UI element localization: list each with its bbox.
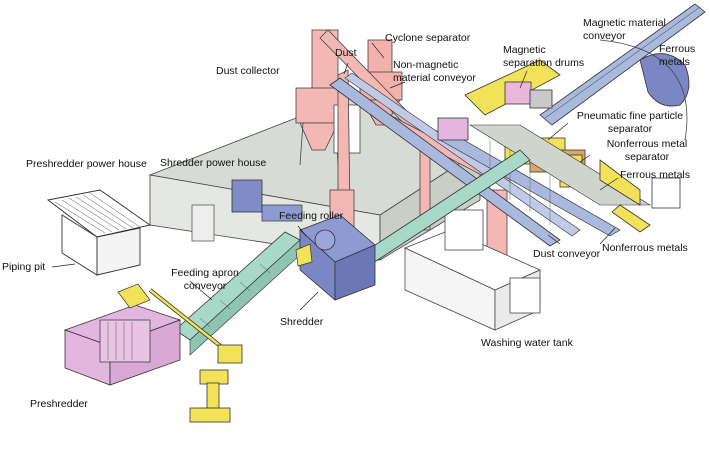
label-pneumatic-fine-particle-separator: Pneumatic fine particle separator [576,110,684,135]
label-nonferrous-metals: Nonferrous metals [602,242,688,254]
label-ferrous-metals-top: Ferrous metals [659,43,696,68]
label-washing-water-tank: Washing water tank [481,337,573,349]
label-non-magnetic-material-conveyor: Non-magnetic material conveyor [393,59,476,84]
ferrous-metals-pile-top [599,39,690,141]
label-shredder: Shredder [280,316,324,328]
label-magnetic-separation-drums: Magnetic separation drums [503,44,585,69]
shredder-machine [261,204,376,301]
label-feeding-apron-conveyor: Feeding apron conveyor [171,267,239,292]
crane-unit [148,288,243,423]
preshredder-power-house-building [46,189,152,276]
nonferrous-metal-separator-unit [468,124,681,233]
leader-lines [51,42,619,311]
preshredder-machine [63,283,182,386]
label-cyclone-separator: Cyclone separator [385,32,471,44]
label-nonferrous-metal-separator: Nonferrous metal separator [606,138,688,163]
label-piping-pit: Piping pit [2,261,46,273]
label-magnetic-material-conveyor: Magnetic material conveyor [583,17,666,42]
label-dust: Dust [335,47,357,59]
label-preshredder: Preshredder [30,398,88,410]
magnetic-conveyor-unit [539,3,706,126]
washing-water-tank-unit [403,209,541,331]
magnetic-separation-drums-unit [437,59,561,141]
label-shredder-power-house: Shredder power house [160,157,267,169]
label-dust-collector: Dust collector [216,65,280,77]
label-ferrous-metals-right: Ferrous metals [620,169,691,181]
label-dust-conveyor: Dust conveyor [533,248,601,260]
label-preshredder-power-house: Preshredder power house [26,158,147,170]
label-feeding-roller: Feeding roller [279,210,344,222]
